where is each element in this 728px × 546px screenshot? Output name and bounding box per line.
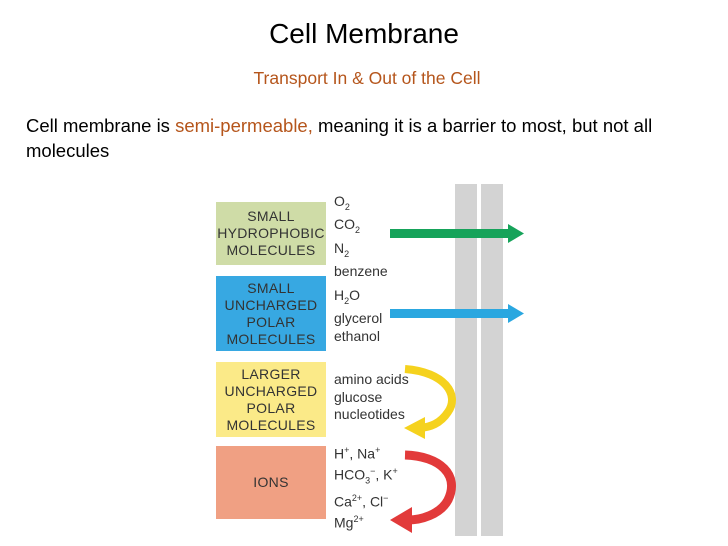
- membrane-outer-layer: [455, 184, 477, 536]
- arrow-crossing-small-polar: [390, 304, 524, 323]
- subtitle-text: Transport In & Out of the Cell: [253, 68, 481, 88]
- intro-highlight: semi-permeable,: [175, 115, 313, 136]
- page-subtitle: Transport In & Out of the Cell: [0, 68, 728, 89]
- page-title: Cell Membrane: [269, 18, 459, 49]
- arrow-blocked-ions: [390, 450, 456, 533]
- membrane-inner-layer: [481, 184, 503, 536]
- category-box-ions: IONS: [216, 446, 326, 519]
- intro-before: Cell membrane is: [26, 115, 176, 136]
- intro-text: Cell membrane is semi-permeable, meaning…: [26, 113, 686, 163]
- arrow-blocked-large-polar: [404, 365, 456, 439]
- molecule-list-ions: H+, Na+HCO3−, K+Ca2+, Cl−Mg2+: [334, 445, 398, 531]
- intro-after: meaning it is a barrier to most, but not…: [26, 115, 653, 161]
- arrow-crossing-hydrophobic: [390, 224, 524, 243]
